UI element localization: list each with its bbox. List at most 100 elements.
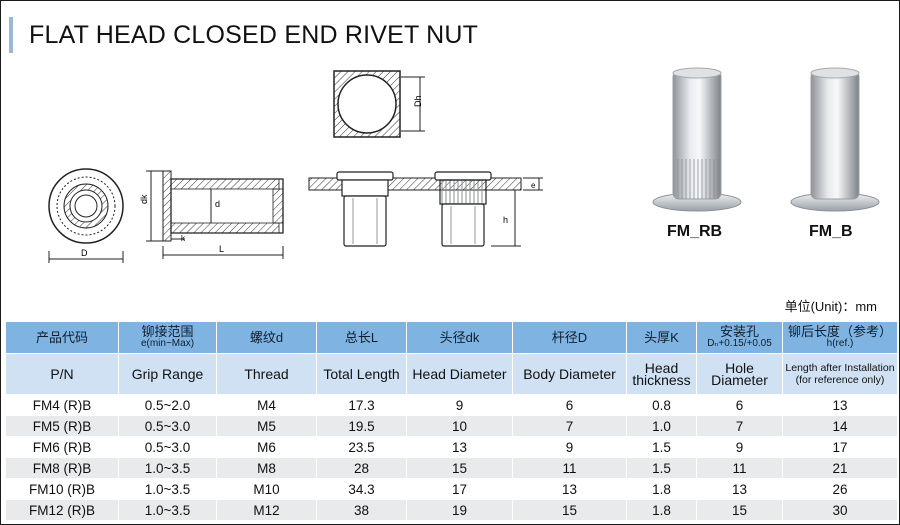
table-cell: 15 <box>406 457 513 479</box>
th-zh-pn: 产品代码 <box>5 321 119 354</box>
table-cell: 0.5~3.0 <box>118 436 217 458</box>
technical-drawing: Dh D dk d <box>48 67 880 263</box>
table-cell: 9 <box>512 436 627 458</box>
table-cell: 19 <box>406 499 513 521</box>
dim-label-dh: Dh <box>413 95 423 107</box>
page-title: FLAT HEAD CLOSED END RIVET NUT <box>29 20 479 49</box>
dim-label-k: k <box>181 234 186 243</box>
dim-label-dk: dk <box>139 194 149 204</box>
table-cell: 1.8 <box>626 478 697 500</box>
table-cell: 38 <box>316 499 407 521</box>
table-cell: 0.5~3.0 <box>118 415 217 437</box>
table-cell: M5 <box>216 415 317 437</box>
th-en-body-dia: Body Diameter <box>512 353 627 395</box>
th-zh-body-dia: 杆径D <box>512 321 627 354</box>
table-cell: 15 <box>696 499 783 521</box>
table-cell: 1.0 <box>626 415 697 437</box>
table-cell: M6 <box>216 436 317 458</box>
table-cell: 34.3 <box>316 478 407 500</box>
table-cell: 13 <box>406 436 513 458</box>
dim-label-L: L <box>219 244 224 254</box>
table-cell: 11 <box>696 457 783 479</box>
th-en-pn: P/N <box>5 353 119 395</box>
table-cell: FM5 (R)B <box>5 415 119 437</box>
table-cell: M4 <box>216 394 317 416</box>
table-cell: 17 <box>406 478 513 500</box>
dim-label-h: h <box>503 215 508 225</box>
table-cell: M8 <box>216 457 317 479</box>
table-cell: 1.5 <box>626 457 697 479</box>
table-cell: 1.8 <box>626 499 697 521</box>
table-cell: 6 <box>696 394 783 416</box>
table-cell: 23.5 <box>316 436 407 458</box>
table-cell: 13 <box>782 394 898 416</box>
table-cell: FM4 (R)B <box>5 394 119 416</box>
table-cell: 15 <box>512 499 627 521</box>
th-zh-thread: 螺纹d <box>216 321 317 354</box>
table-cell: 6 <box>512 394 627 416</box>
table-cell: 9 <box>406 394 513 416</box>
table-cell: 1.0~3.5 <box>118 457 217 479</box>
table-cell: 30 <box>782 499 898 521</box>
th-zh-head-thick: 头厚K <box>626 321 697 354</box>
table-cell: 17.3 <box>316 394 407 416</box>
table-cell: 0.8 <box>626 394 697 416</box>
dim-label-e: e <box>531 181 536 190</box>
table-cell: 0.5~2.0 <box>118 394 217 416</box>
table-cell: 14 <box>782 415 898 437</box>
side-section-view: dk d L k <box>139 170 284 259</box>
table-cell: 9 <box>696 436 783 458</box>
photo-fm-rb <box>652 67 742 212</box>
table-cell: 17 <box>782 436 898 458</box>
th-zh-length: 总长L <box>316 321 407 354</box>
table-cell: 21 <box>782 457 898 479</box>
table-cell: 13 <box>696 478 783 500</box>
title-block: FLAT HEAD CLOSED END RIVET NUT <box>9 15 478 55</box>
table-cell: 1.0~3.5 <box>118 478 217 500</box>
th-zh-head-dia: 头径dk <box>406 321 513 354</box>
table-cell: 7 <box>696 415 783 437</box>
table-cell: 11 <box>512 457 627 479</box>
th-en-installed-len: Length after Installation(for reference … <box>782 353 898 395</box>
table-cell: 10 <box>406 415 513 437</box>
photo-fm-b <box>790 67 880 212</box>
table-cell: 28 <box>316 457 407 479</box>
th-zh-installed-len: 铆后长度（参考）h(ref.) <box>782 321 898 354</box>
installed-views: e h <box>308 171 543 247</box>
table-cell: FM12 (R)B <box>5 499 119 521</box>
table-cell: FM8 (R)B <box>5 457 119 479</box>
table-cell: 19.5 <box>316 415 407 437</box>
table-cell: 1.0~3.5 <box>118 499 217 521</box>
dim-label-d: d <box>215 199 220 209</box>
table-cell: 1.5 <box>626 436 697 458</box>
end-view: D <box>48 168 124 263</box>
header-row-en: P/N Grip Range Thread Total Length Head … <box>5 353 898 395</box>
th-en-head-dia: Head Diameter <box>406 353 513 395</box>
hole-section-view: Dh <box>333 70 425 138</box>
title-accent-bar <box>9 17 13 53</box>
table-cell: FM10 (R)B <box>5 478 119 500</box>
table-cell: M10 <box>216 478 317 500</box>
table-cell: FM6 (R)B <box>5 436 119 458</box>
th-en-thread: Thread <box>216 353 317 395</box>
photo-label-fm-b: FM_B <box>809 223 853 240</box>
th-en-length: Total Length <box>316 353 407 395</box>
table-cell: 7 <box>512 415 627 437</box>
table-cell: M12 <box>216 499 317 521</box>
table-cell: 13 <box>512 478 627 500</box>
table-cell: 26 <box>782 478 898 500</box>
